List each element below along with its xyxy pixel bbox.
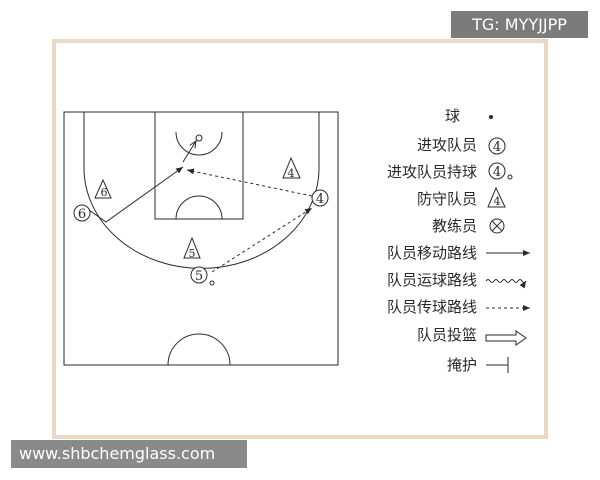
play-paths bbox=[85, 141, 313, 273]
legend-label-attacker-with-ball: 进攻队员持球 bbox=[387, 163, 477, 181]
free-throw-circle-bottom bbox=[175, 195, 223, 220]
screen-icon bbox=[486, 357, 509, 373]
ball-marker bbox=[209, 280, 215, 286]
diagram-frame bbox=[52, 39, 548, 439]
basket-ring bbox=[195, 134, 203, 142]
legend-label-coach: 教练员 bbox=[432, 217, 477, 235]
attacker-4-number: 4 bbox=[316, 192, 324, 207]
attacker-5-number: 5 bbox=[195, 269, 203, 284]
player-attacker-4: 4 bbox=[311, 189, 329, 207]
attacker-icon bbox=[488, 137, 506, 155]
coach-icon bbox=[489, 218, 505, 234]
legend-label-move-line: 队员移动路线 bbox=[387, 244, 477, 262]
paint-lane bbox=[154, 111, 244, 220]
defender-6-number: 6 bbox=[101, 186, 108, 199]
attacker-icon-number: 4 bbox=[493, 140, 501, 155]
legend-label-shot: 队员投篮 bbox=[417, 326, 477, 344]
player-defender-5: 5 bbox=[183, 236, 201, 260]
dribble-line-icon bbox=[485, 279, 527, 289]
attacker-with-ball-icon bbox=[488, 162, 506, 180]
cut-path-player-6 bbox=[85, 166, 184, 223]
shot-arrow-icon bbox=[485, 330, 527, 346]
legend-label-defender: 防守队员 bbox=[417, 190, 477, 208]
defender-triangle-icon bbox=[487, 186, 506, 208]
watermark-tag: TG: MYYJJPP bbox=[451, 11, 588, 38]
shot-path bbox=[182, 141, 196, 163]
defender-5-number: 5 bbox=[189, 247, 196, 260]
player-attacker-6: 6 bbox=[73, 204, 91, 222]
player-defender-6: 6 bbox=[94, 178, 112, 199]
legend-label-dribble-line: 队员运球路线 bbox=[387, 271, 477, 289]
watermark-url: www.shbchemglass.com bbox=[11, 440, 247, 468]
center-circle bbox=[167, 333, 231, 366]
player-attacker-5-with-ball: 5 bbox=[190, 266, 215, 286]
defender-4-number: 4 bbox=[288, 167, 295, 180]
player-defender-4: 4 bbox=[282, 156, 301, 180]
legend: 球 进攻队员 4 进攻队员持球 4 防守队员 4 教练员 队员移动路线 队员运球… bbox=[387, 107, 530, 374]
attacker-6-number: 6 bbox=[78, 207, 86, 222]
legend-label-pass-line: 队员传球路线 bbox=[387, 298, 477, 316]
small-ball-icon bbox=[507, 174, 513, 180]
defender-icon-number: 4 bbox=[494, 195, 501, 208]
pass-path-5-to-4 bbox=[211, 207, 313, 273]
legend-label-screen: 掩护 bbox=[447, 356, 477, 374]
legend-label-ball: 球 bbox=[445, 107, 460, 125]
legend-label-attacker: 进攻队员 bbox=[417, 136, 477, 154]
free-throw-circle-top bbox=[175, 131, 223, 156]
attacker-with-ball-icon-number: 4 bbox=[493, 165, 501, 180]
ball-icon bbox=[489, 115, 493, 119]
